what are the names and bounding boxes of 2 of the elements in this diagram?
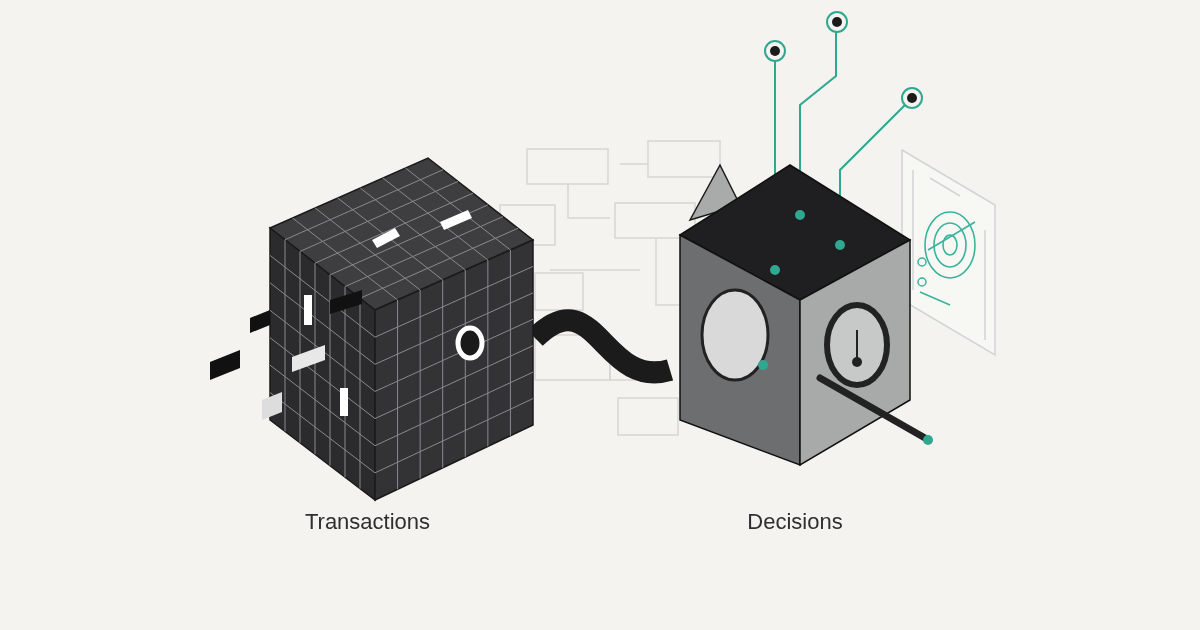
cube-label: Transactions	[304, 509, 431, 535]
cube-label: Decisions	[747, 509, 843, 535]
